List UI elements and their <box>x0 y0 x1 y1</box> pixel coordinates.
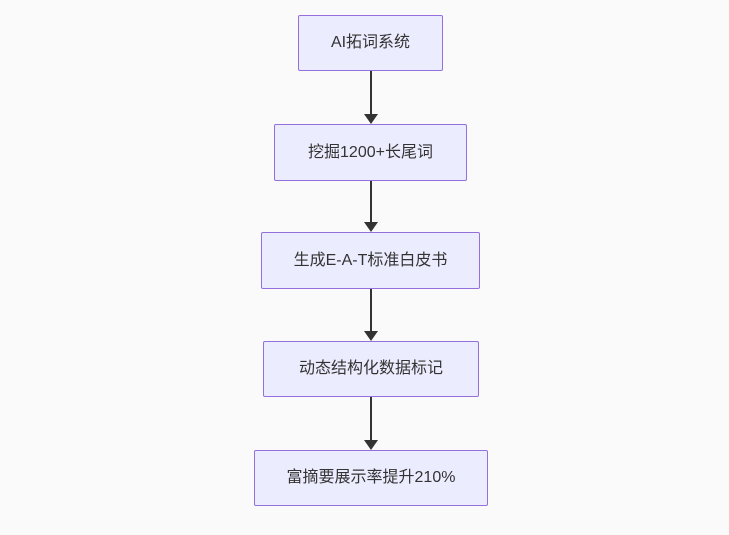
flowchart-node-longtail-mining: 挖掘1200+长尾词 <box>274 124 467 181</box>
node-label: 富摘要展示率提升210% <box>286 469 456 486</box>
node-label: 动态结构化数据标记 <box>298 360 443 377</box>
arrow-line <box>370 397 372 440</box>
arrowhead-down-icon <box>364 331 378 341</box>
flowchart-arrow-3 <box>364 289 378 341</box>
node-label: 生成E-A-T标准白皮书 <box>293 251 448 269</box>
arrow-line <box>370 71 372 114</box>
arrow-line <box>370 289 372 331</box>
node-label: 挖掘1200+长尾词 <box>308 143 433 161</box>
flowchart-node-eat-whitepaper: 生成E-A-T标准白皮书 <box>261 232 480 289</box>
arrowhead-down-icon <box>364 114 378 124</box>
flowchart-arrow-4 <box>364 397 378 450</box>
flowchart-arrow-2 <box>364 181 378 232</box>
arrowhead-down-icon <box>364 222 378 232</box>
arrow-line <box>370 181 372 222</box>
node-label: AI拓词系统 <box>330 34 411 51</box>
flowchart-arrow-1 <box>364 71 378 124</box>
flowchart-node-rich-snippet-result: 富摘要展示率提升210% <box>254 450 488 506</box>
flowchart-node-ai-word-expansion: AI拓词系统 <box>298 15 443 71</box>
flowchart-node-structured-data-markup: 动态结构化数据标记 <box>263 341 479 397</box>
arrowhead-down-icon <box>364 440 378 450</box>
